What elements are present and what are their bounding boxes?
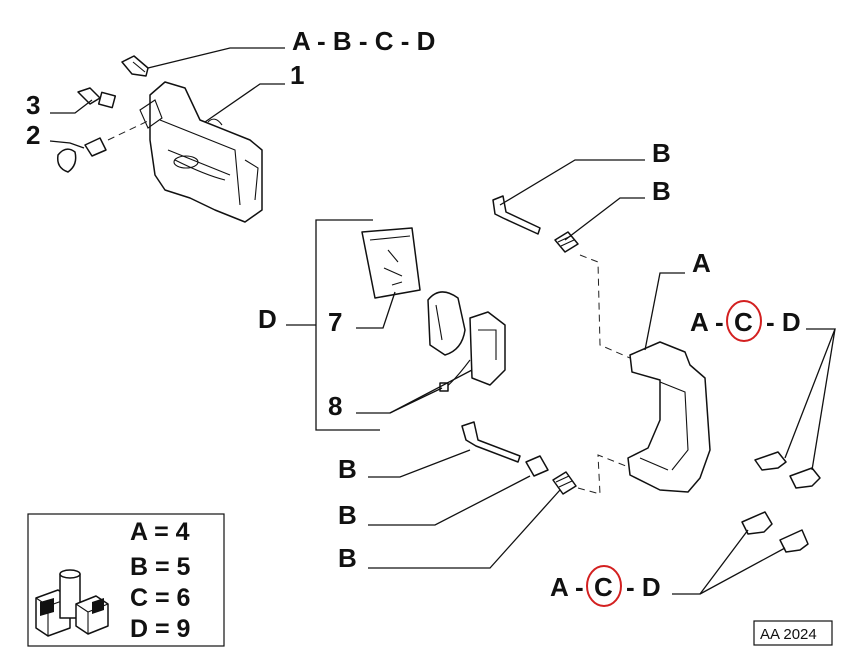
- legend-row-a: A = 4: [130, 518, 190, 546]
- kit-legend: A = 4 B = 5 C = 6 D = 9: [27, 513, 225, 647]
- leader-lines: [49, 47, 836, 595]
- legend-row-b: B = 5: [130, 553, 191, 581]
- callout-item-3: 3: [26, 90, 40, 120]
- callout-b-low-2: B: [338, 500, 357, 530]
- callout-b-top-1: B: [652, 138, 671, 168]
- boot-upper-drawing: [554, 231, 579, 253]
- guide-pin-lower-drawing: [461, 421, 521, 463]
- callout-a-bracket: A: [692, 248, 711, 278]
- kit-boxes-icon: [35, 569, 109, 637]
- sleeve-lower-drawing: [525, 455, 549, 477]
- callout-item-2: 2: [26, 120, 40, 150]
- callout-d-group: D: [258, 304, 277, 334]
- callout-b-low-1: B: [338, 454, 357, 484]
- callout-item-8: 8: [328, 391, 342, 421]
- screw-kit-bag-drawing: [361, 227, 421, 299]
- caliper-bolt-drawing: [121, 55, 149, 77]
- callout-acd-right-a: A -: [690, 307, 724, 337]
- brake-caliper-drawing: [139, 81, 263, 223]
- callout-acd-right-c: C: [734, 307, 753, 337]
- callout-acd-right-d: - D: [766, 307, 801, 337]
- bleed-screw-drawing: [77, 87, 117, 109]
- brake-pad-outer-drawing: [427, 291, 466, 356]
- callout-b-low-3: B: [338, 543, 357, 573]
- callout-acd-bottom-c: C: [594, 572, 613, 602]
- pad-clip-upper-1-drawing: [754, 451, 787, 471]
- callout-item-7: 7: [328, 307, 342, 337]
- callout-item-1: 1: [290, 60, 304, 90]
- callout-b-top-2: B: [652, 176, 671, 206]
- reference-code: AA 2024: [760, 626, 817, 643]
- guide-bolt-drawing: [56, 137, 107, 173]
- highlight-circle-right: [726, 300, 762, 342]
- pad-clip-lower-1-drawing: [741, 511, 773, 535]
- pad-clip-lower-2-drawing: [779, 529, 809, 553]
- caliper-bracket-drawing: [627, 341, 711, 493]
- callout-top-kit: A - B - C - D: [292, 26, 435, 56]
- reference-tag: AA 2024: [753, 620, 833, 646]
- boot-lower-drawing: [552, 471, 577, 495]
- callout-acd-bottom-a: A -: [550, 572, 584, 602]
- reference-box: [753, 620, 833, 646]
- guide-pin-upper-drawing: [492, 195, 541, 235]
- brake-pad-inner-drawing: [439, 311, 506, 392]
- legend-row-c: C = 6: [130, 584, 190, 612]
- callout-acd-bottom-d: - D: [626, 572, 661, 602]
- pad-clip-upper-2-drawing: [789, 467, 821, 489]
- highlight-circle-bottom: [586, 565, 622, 607]
- legend-row-d: D = 9: [130, 615, 190, 643]
